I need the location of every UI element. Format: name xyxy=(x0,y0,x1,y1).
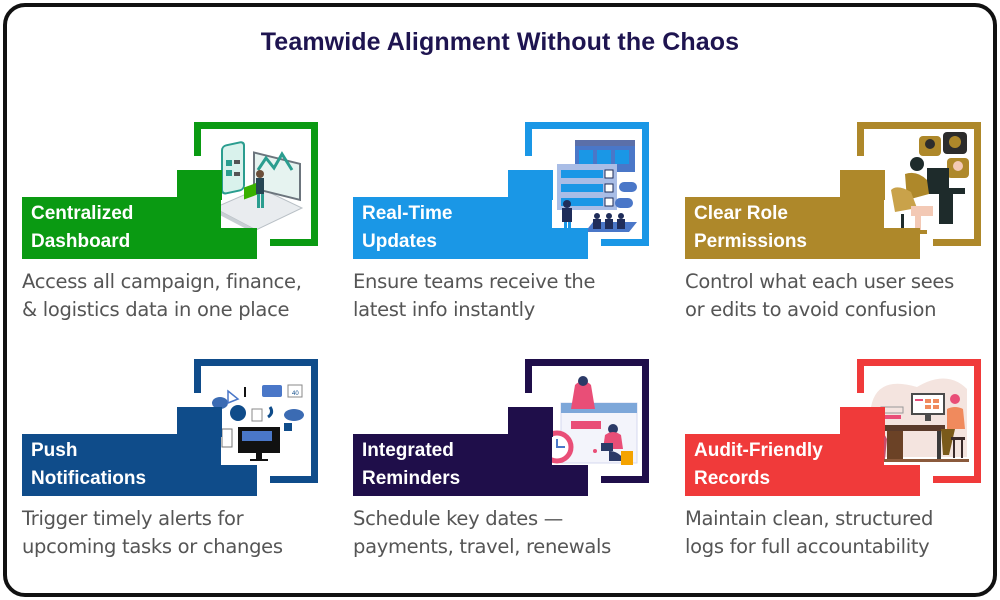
feature-description-line1: Ensure teams receive the xyxy=(353,270,596,293)
feature-description-line1: Maintain clean, structured xyxy=(685,507,934,530)
frame-left-edge xyxy=(194,359,201,393)
frame-bottom-edge xyxy=(601,239,649,246)
dashboard-illustration xyxy=(204,130,308,236)
frame-right-edge xyxy=(974,359,981,483)
office-desk-illustration xyxy=(867,367,971,473)
feature-label-line1: Centralized xyxy=(31,203,134,224)
label-block xyxy=(22,197,221,259)
label-block xyxy=(685,434,884,496)
feature-description-line2: latest info instantly xyxy=(353,298,535,321)
frame-right-edge xyxy=(311,359,318,483)
feature-label: Clear Role Permissions xyxy=(685,197,807,256)
svg-text:40: 40 xyxy=(292,391,299,397)
frame-top-edge xyxy=(525,122,649,129)
feature-label-line1: Real-Time xyxy=(362,203,453,224)
label-step-block xyxy=(508,170,553,200)
label-extension xyxy=(552,465,588,496)
frame-left-edge xyxy=(525,359,532,393)
feature-label: Integrated Reminders xyxy=(353,434,460,493)
label-step-block xyxy=(508,407,553,437)
label-block xyxy=(22,434,221,496)
feature-description: Trigger timely alerts for upcoming tasks… xyxy=(22,505,283,561)
feature-label-line2: Updates xyxy=(362,231,437,252)
feature-label-line2: Permissions xyxy=(694,231,807,252)
label-extension xyxy=(221,228,257,259)
frame-top-edge xyxy=(525,359,649,366)
feature-card-2: Real-Time Updates Ensure teams receive t… xyxy=(353,122,673,342)
feature-label: Real-Time Updates xyxy=(353,197,452,256)
label-extension xyxy=(552,228,588,259)
feature-description: Maintain clean, structured logs for full… xyxy=(685,505,933,561)
label-extension xyxy=(884,465,920,496)
feature-label-line1: Push xyxy=(31,440,78,461)
notifications-illustration: 40 ? xyxy=(204,367,308,473)
frame-top-edge xyxy=(857,359,981,366)
feature-label-line2: Records xyxy=(694,468,771,489)
label-step-block xyxy=(177,407,222,437)
frame-top-edge xyxy=(857,122,981,129)
frame-top-edge xyxy=(194,359,318,366)
label-step-block xyxy=(177,170,222,200)
frame-bottom-edge xyxy=(933,239,981,246)
frame-right-edge xyxy=(642,122,649,246)
feature-label-line1: Audit-Friendly xyxy=(694,440,823,461)
frame-right-edge xyxy=(311,122,318,246)
label-extension xyxy=(221,465,257,496)
feature-label: Push Notifications xyxy=(22,434,146,493)
frame-left-edge xyxy=(857,359,864,393)
feature-label: Audit-Friendly Records xyxy=(685,434,823,493)
frame-bottom-edge xyxy=(270,239,318,246)
frame-top-edge xyxy=(194,122,318,129)
feature-label: Centralized Dashboard xyxy=(22,197,133,256)
frame-left-edge xyxy=(194,122,201,156)
frame-bottom-edge xyxy=(270,476,318,483)
feature-label-line1: Integrated xyxy=(362,440,454,461)
video-call-illustration xyxy=(867,130,971,236)
page-title: Teamwide Alignment Without the Chaos xyxy=(260,28,740,56)
feature-card-3: Clear Role Permissions Control what each… xyxy=(685,122,1000,342)
feature-description-line1: Control what each user sees xyxy=(685,270,954,293)
feature-description-line2: or edits to avoid confusion xyxy=(685,298,937,321)
frame-right-edge xyxy=(642,359,649,483)
feature-description: Schedule key dates — payments, travel, r… xyxy=(353,505,611,561)
feature-description: Access all campaign, finance, & logistic… xyxy=(22,268,302,324)
label-block xyxy=(353,434,552,496)
feature-description-line2: upcoming tasks or changes xyxy=(22,535,283,558)
label-step-block xyxy=(840,407,885,437)
feature-description-line1: Access all campaign, finance, xyxy=(22,270,302,293)
label-block xyxy=(353,197,552,259)
label-step-block xyxy=(840,170,885,200)
feature-description: Control what each user sees or edits to … xyxy=(685,268,954,324)
feature-description-line2: payments, travel, renewals xyxy=(353,535,612,558)
feature-description: Ensure teams receive the latest info ins… xyxy=(353,268,595,324)
feature-description-line1: Schedule key dates — xyxy=(353,507,563,530)
feature-description-line1: Trigger timely alerts for xyxy=(22,507,244,530)
frame-bottom-edge xyxy=(933,476,981,483)
feature-card-1: Centralized Dashboard Access all campaig… xyxy=(22,122,342,342)
label-block xyxy=(685,197,884,259)
feature-card-5: Integrated Reminders Schedule key dates … xyxy=(353,359,673,579)
frame-right-edge xyxy=(974,122,981,246)
feature-description-line2: logs for full accountability xyxy=(685,535,930,558)
feature-label-line1: Clear Role xyxy=(694,203,788,224)
frame-left-edge xyxy=(857,122,864,156)
presentation-illustration xyxy=(535,130,639,236)
feature-label-line2: Reminders xyxy=(362,468,461,489)
feature-card-4: 40 ? Push Notifications xyxy=(22,359,342,579)
infographic-frame xyxy=(3,3,997,597)
label-extension xyxy=(884,228,920,259)
feature-label-line2: Notifications xyxy=(31,468,147,489)
frame-bottom-edge xyxy=(601,476,649,483)
feature-description-line2: & logistics data in one place xyxy=(22,298,290,321)
feature-card-6: Audit-Friendly Records Maintain clean, s… xyxy=(685,359,1000,579)
feature-label-line2: Dashboard xyxy=(31,231,131,252)
frame-left-edge xyxy=(525,122,532,156)
